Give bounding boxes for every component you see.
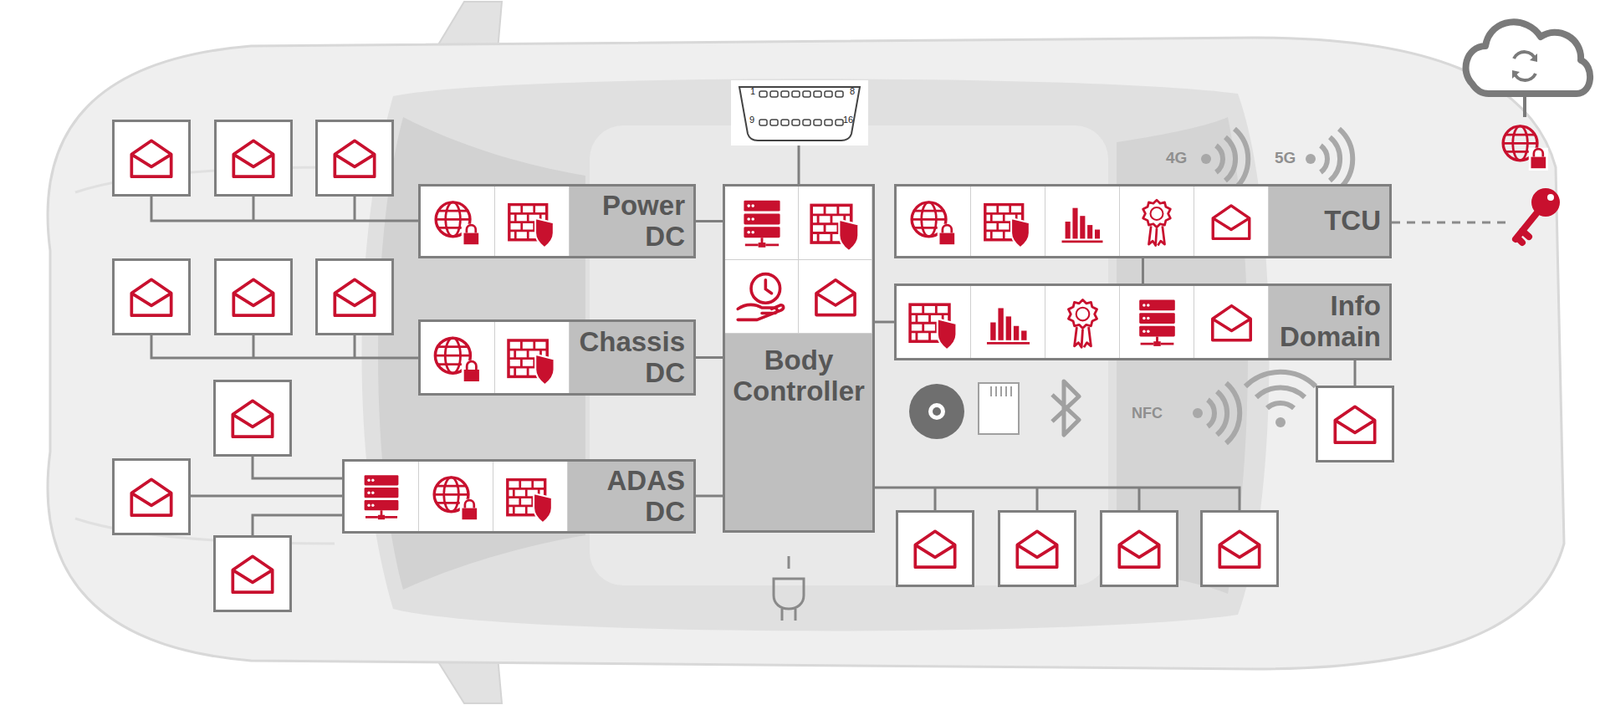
box-label: Chassis DC [574, 327, 685, 389]
bus-connector [874, 321, 895, 324]
box-label: TCU [1323, 205, 1381, 237]
icon-tile [419, 461, 494, 532]
bus-connector [695, 495, 723, 498]
icon-grid [725, 186, 873, 334]
security-icon [731, 266, 793, 328]
security-icon [1201, 292, 1262, 353]
security-icon [805, 193, 866, 254]
icon-tile [1194, 286, 1269, 358]
icon-tile [971, 186, 1046, 256]
bus-connector [695, 219, 723, 223]
pin-number: 8 [849, 86, 855, 97]
icon-tile [1045, 286, 1120, 358]
interface-label: 4G [1165, 148, 1187, 168]
icon-tile [344, 461, 420, 532]
security-icon [1053, 193, 1111, 251]
icon-tile [971, 286, 1046, 358]
text-area: ADAS DC [572, 461, 685, 532]
icon-row [344, 461, 568, 532]
bus-connector [695, 356, 723, 359]
security-icon [1127, 292, 1187, 353]
icon-tile [798, 186, 873, 261]
text-area: Body Controller [730, 345, 868, 408]
security-icon [501, 468, 559, 526]
pin-number: 16 [843, 114, 854, 125]
security-icon [904, 292, 964, 353]
security-icon [979, 193, 1037, 251]
icon-tile [1119, 286, 1195, 358]
icon-tile [1045, 186, 1120, 256]
domain-controller-box: ADAS DC [342, 459, 696, 534]
icon-tile [495, 186, 570, 256]
box-label: Body Controller [730, 345, 868, 408]
security-icon [352, 468, 410, 526]
bus-wires [151, 144, 1355, 536]
cloud-backend [1391, 21, 1590, 243]
icon-tile [493, 461, 568, 532]
pin-number: 9 [749, 114, 755, 125]
domain-controller-box: Power DC [418, 184, 696, 259]
security-icon [429, 193, 486, 251]
text-area: TCU [1273, 186, 1381, 256]
icon-tile [725, 260, 799, 334]
icon-tile [896, 186, 972, 256]
interface-label: 5G [1274, 148, 1296, 168]
icon-tile [420, 322, 496, 394]
security-icon [805, 266, 866, 328]
box-label: ADAS DC [572, 465, 685, 528]
text-area: Power DC [574, 186, 685, 256]
bus-connector [1141, 258, 1145, 284]
domain-controller-box: Info Domain [894, 283, 1392, 361]
icon-tile [725, 186, 799, 261]
security-icon [427, 468, 485, 526]
security-icon [1202, 193, 1260, 251]
security-icon [1053, 292, 1113, 353]
domain-controller-box: TCU [894, 184, 1392, 259]
security-icon [428, 328, 487, 388]
icon-row [896, 186, 1269, 256]
security-icon [1128, 193, 1186, 251]
security-icon [904, 193, 962, 251]
security-icon [503, 193, 561, 251]
car-body [47, 1, 1565, 704]
icon-tile [1119, 186, 1195, 256]
interface-label: NFC [1131, 404, 1163, 423]
ecu-boxes [113, 121, 1394, 612]
security-icon [731, 193, 793, 254]
icon-row [420, 322, 570, 394]
domain-controller-box: Body Controller [722, 184, 875, 533]
text-area: Info Domain [1273, 286, 1381, 358]
security-icon [978, 292, 1038, 353]
charging-plug [773, 556, 804, 621]
icon-tile [420, 186, 496, 256]
box-label: Info Domain [1273, 291, 1381, 353]
icon-tile [495, 322, 570, 394]
domain-controller-box: Chassis DC [418, 319, 696, 396]
obd-connector [730, 80, 869, 146]
pin-number: 1 [750, 86, 756, 97]
icon-row [896, 286, 1269, 358]
icon-row [420, 186, 570, 256]
text-area: Chassis DC [574, 322, 685, 394]
icon-tile [1194, 186, 1269, 256]
icon-tile [896, 286, 972, 358]
security-icon [502, 328, 562, 388]
icon-tile [798, 260, 873, 334]
box-label: Power DC [574, 190, 685, 253]
